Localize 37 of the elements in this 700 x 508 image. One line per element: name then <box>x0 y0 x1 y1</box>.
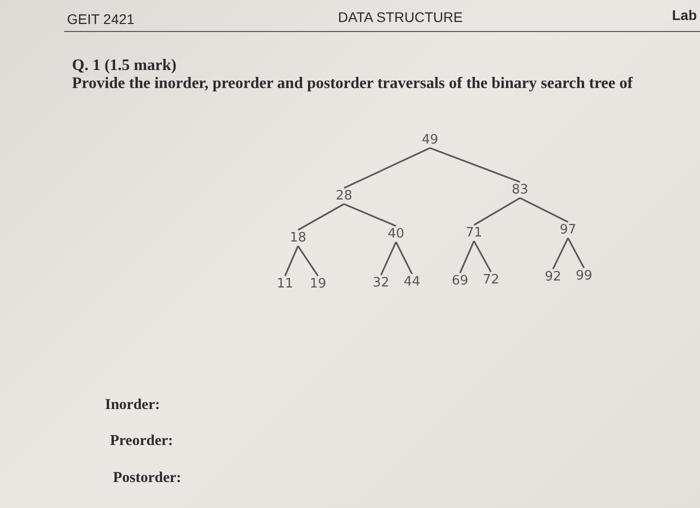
question-text: Provide the inorder, preorder and postorder traversals of the binary search tree of <box>72 75 633 93</box>
tree-node-number: 92 <box>544 270 562 284</box>
tree-node-number: 18 <box>290 230 306 246</box>
tree-node-number: 32 <box>372 276 390 290</box>
tree-branch-line <box>474 197 520 226</box>
answer-prompt: Preorder: <box>110 433 174 450</box>
tree-branch-line <box>298 203 344 231</box>
tree-branch-line <box>430 147 520 183</box>
tree-node-number: 44 <box>404 274 420 290</box>
tree-node-number: 28 <box>336 188 352 204</box>
tree-node-number: 49 <box>422 132 438 148</box>
tree-branch-line <box>520 197 568 223</box>
tree-node-number: 83 <box>512 182 528 198</box>
tree-branch-line <box>395 242 413 274</box>
header-text: GEIT 2421 <box>67 11 134 27</box>
tree-node-number: 69 <box>452 274 468 288</box>
tree-node-number: 71 <box>466 226 482 240</box>
header-text: Lab <box>672 7 697 23</box>
tree-branch-line <box>344 147 430 189</box>
tree-branch-line <box>552 238 569 270</box>
tree-branch-line <box>344 203 396 227</box>
question-number: Q. 1 (1.5 mark) <box>72 57 176 75</box>
tree-branch-line <box>284 246 299 276</box>
answer-prompt: Inorder: <box>105 397 160 414</box>
tree-node-number: 72 <box>482 272 500 288</box>
tree-node-number: 11 <box>276 276 294 292</box>
tree-branch-line <box>567 238 585 268</box>
tree-branch-line <box>297 246 319 276</box>
tree-node-number: 97 <box>560 222 576 238</box>
tree-branch-line <box>380 242 397 276</box>
tree-node-number: 99 <box>576 268 592 284</box>
header-text: DATA STRUCTURE <box>338 9 463 25</box>
tree-branch-line <box>459 240 475 274</box>
tree-branch-line <box>473 240 492 272</box>
tree-node-number: 40 <box>388 226 404 242</box>
answer-prompt: Postorder: <box>113 470 182 487</box>
tree-node-number: 19 <box>310 276 326 292</box>
